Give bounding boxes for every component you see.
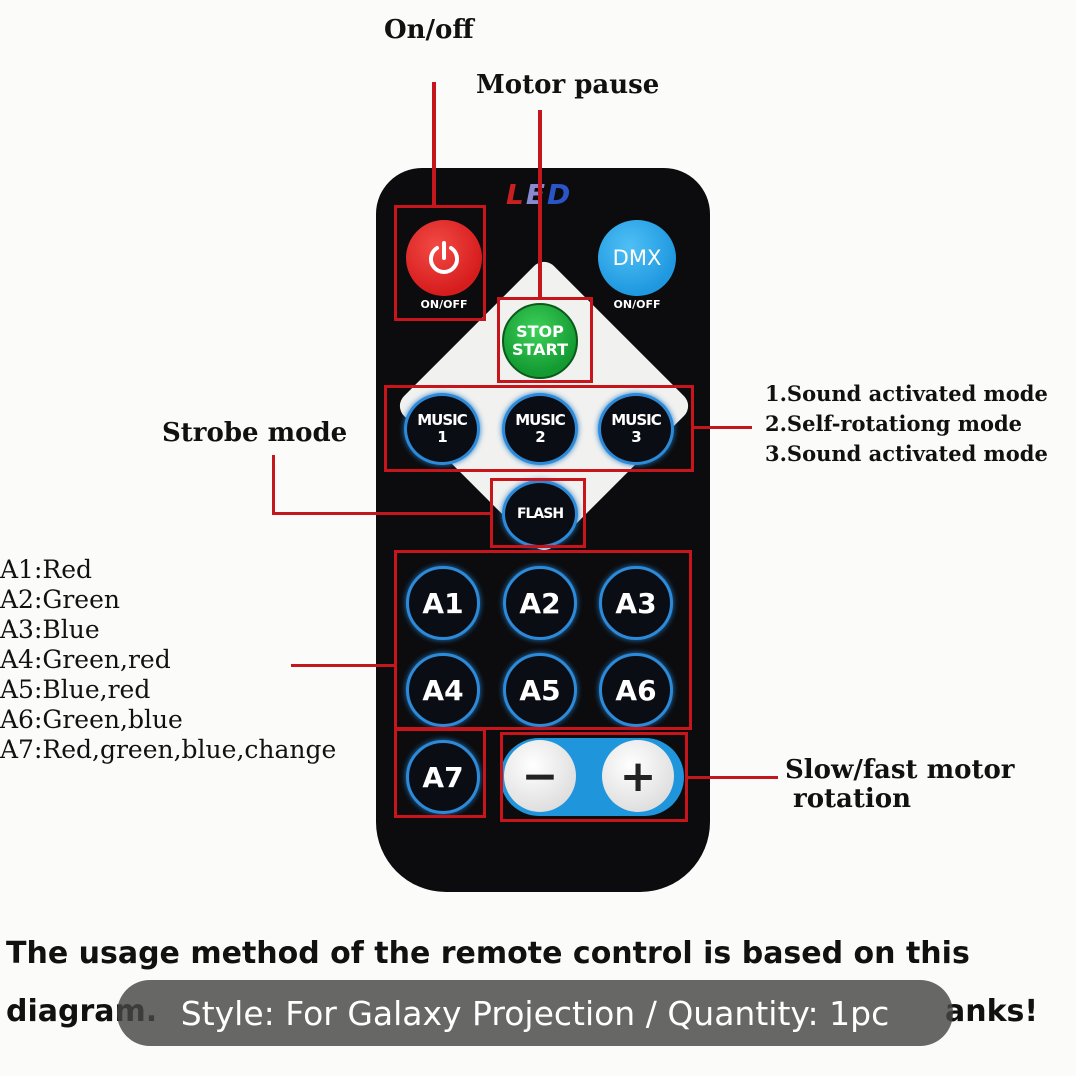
flash-highlight-box xyxy=(490,478,586,548)
color-a3: A3:Blue xyxy=(0,615,100,644)
brand-logo-d: D xyxy=(546,178,573,211)
stop-start-button[interactable]: STOP START xyxy=(502,303,578,379)
color-a2: A2:Green xyxy=(0,585,120,614)
a6-button[interactable]: A6 xyxy=(599,653,673,727)
color-a1: A1:Red xyxy=(0,555,93,584)
style-quantity-overlay: Style: For Galaxy Projection / Quantity:… xyxy=(117,980,953,1046)
dmx-sub-label: ON/OFF xyxy=(613,298,661,311)
strobe-leader-vertical xyxy=(272,455,275,514)
motor-pause-label: Motor pause xyxy=(476,70,660,100)
usage-text-line2-end: anks! xyxy=(945,994,1039,1029)
a7-highlight-box xyxy=(394,728,486,818)
power-button[interactable] xyxy=(406,220,482,296)
music-mode-3: 3.Sound activated mode xyxy=(765,441,1048,466)
start-label: START xyxy=(511,340,569,359)
a3-button[interactable]: A3 xyxy=(599,566,673,640)
color-a4: A4:Green,red xyxy=(0,645,171,674)
strobe-mode-label: Strobe mode xyxy=(162,418,348,448)
on-off-leader-line xyxy=(432,82,436,206)
music-mode-1: 1.Sound activated mode xyxy=(765,381,1048,406)
color-legend-list: A1:Red A2:Green A3:Blue A4:Green,red A5:… xyxy=(0,555,336,765)
music-leader-line xyxy=(694,426,752,429)
music-1-line2: 1 xyxy=(437,428,447,446)
a4-button[interactable]: A4 xyxy=(406,653,480,727)
power-highlight-box xyxy=(394,205,486,321)
music-mode-2: 2.Self-rotationg mode xyxy=(765,411,1023,436)
dmx-button[interactable]: DMX xyxy=(598,220,676,296)
music-2-line2: 2 xyxy=(535,428,545,446)
music-1-line1: MUSIC xyxy=(417,411,467,429)
a1-button[interactable]: A1 xyxy=(406,566,480,640)
brand-logo-l: L xyxy=(506,178,526,211)
a2-button[interactable]: A2 xyxy=(503,566,577,640)
music-1-button[interactable]: MUSIC 1 xyxy=(404,393,480,465)
color-a6: A6:Green,blue xyxy=(0,705,183,734)
power-sub-label: ON/OFF xyxy=(420,298,468,311)
speed-label: Slow/fast motor rotation xyxy=(785,756,1015,814)
usage-text-line1: The usage method of the remote control i… xyxy=(6,936,970,971)
stop-start-highlight-box xyxy=(497,297,593,383)
music-modes-list: 1.Sound activated mode 2.Self-rotationg … xyxy=(765,379,1048,469)
brand-logo-e: E xyxy=(525,178,547,211)
speed-plus-button[interactable]: + xyxy=(602,740,674,812)
color-a7: A7:Red,green,blue,change xyxy=(0,735,337,764)
speed-label-line1: Slow/fast motor xyxy=(785,755,1015,785)
power-icon xyxy=(429,241,459,274)
music-2-line1: MUSIC xyxy=(515,411,565,429)
a7-button[interactable]: A7 xyxy=(406,740,480,814)
music-highlight-box xyxy=(384,385,694,472)
a5-button[interactable]: A5 xyxy=(503,653,577,727)
speed-minus-button[interactable]: − xyxy=(504,740,576,812)
speed-highlight-box xyxy=(500,732,688,822)
on-off-label: On/off xyxy=(384,15,474,45)
speed-label-line2: rotation xyxy=(793,784,912,814)
speed-leader-line xyxy=(688,776,778,779)
a1-a6-highlight-box xyxy=(394,550,692,730)
colors-leader-line xyxy=(291,664,395,667)
music-3-line1: MUSIC xyxy=(611,411,661,429)
strobe-leader-horizontal xyxy=(272,512,491,515)
motor-pause-leader-line xyxy=(538,110,542,298)
color-a5: A5:Blue,red xyxy=(0,675,151,704)
music-3-button[interactable]: MUSIC 3 xyxy=(598,393,674,465)
stop-label: STOP xyxy=(516,322,564,341)
music-3-line2: 3 xyxy=(631,428,641,446)
music-2-button[interactable]: MUSIC 2 xyxy=(502,393,578,465)
